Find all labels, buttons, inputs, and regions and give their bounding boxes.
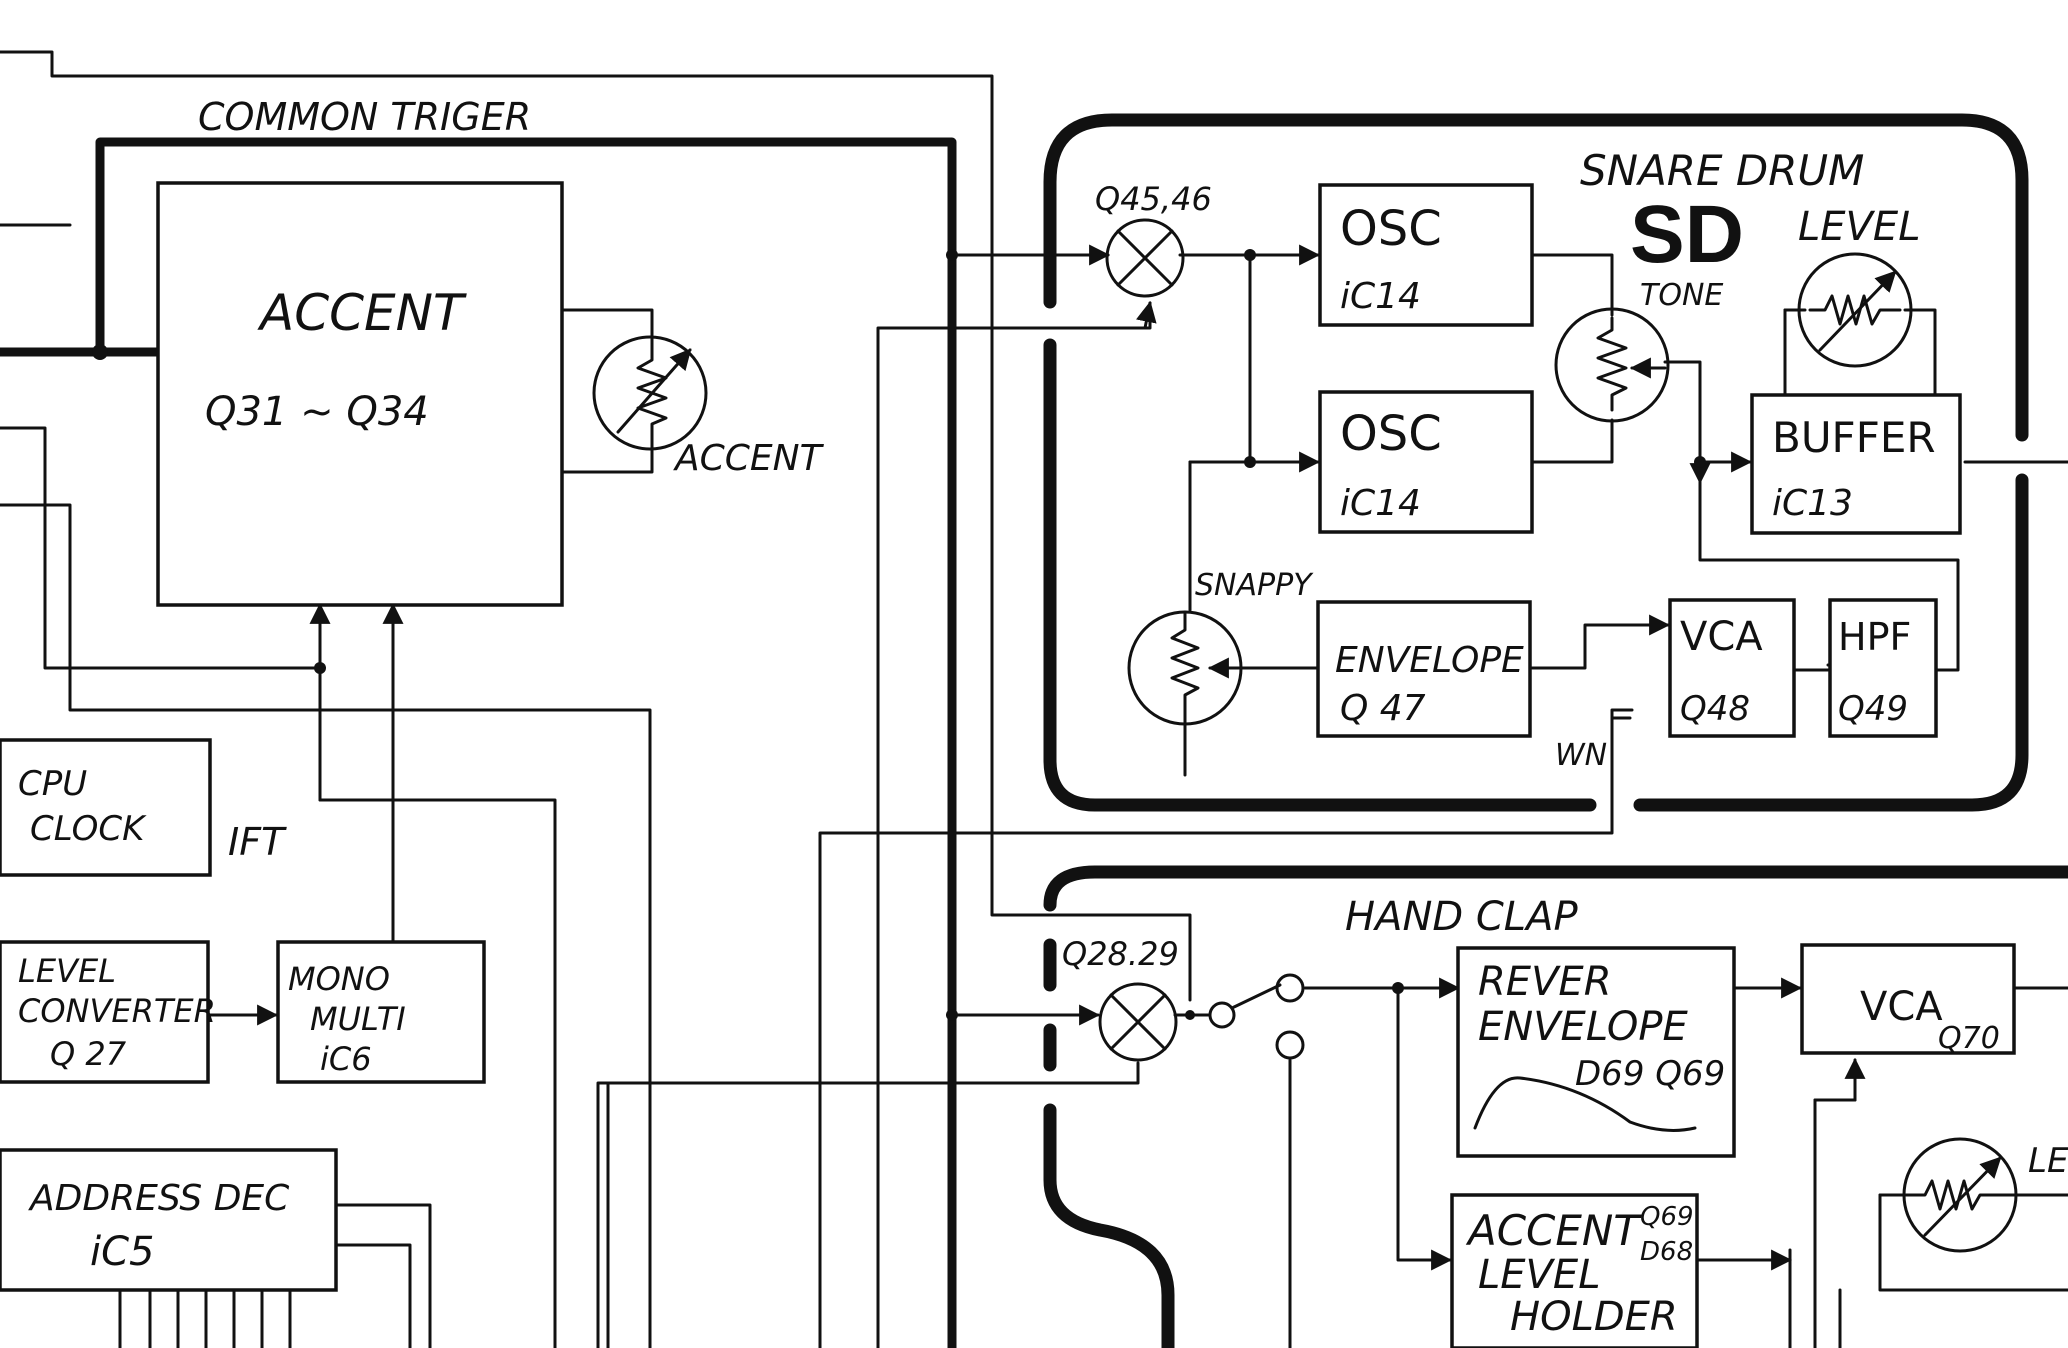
snare-drum-title: SNARE DRUM	[1580, 146, 1864, 195]
svg-text:Q70: Q70	[1938, 1021, 2000, 1056]
svg-text:HPF: HPF	[1838, 615, 1911, 659]
svg-text:D69 Q69: D69 Q69	[1575, 1054, 1725, 1094]
svg-text:VCA: VCA	[1680, 614, 1763, 660]
accent-potentiometer: ACCENT	[592, 335, 825, 479]
rever-envelope-block: REVER ENVELOPE D69 Q69	[1456, 946, 1736, 1158]
svg-text:iC14: iC14	[1340, 483, 1421, 524]
svg-text:REVER: REVER	[1478, 959, 1612, 1005]
vca-sd-block: VCA Q48	[1668, 598, 1796, 738]
q45-46-label: Q45,46	[1095, 180, 1212, 218]
svg-text:ENVELOPE: ENVELOPE	[1478, 1004, 1688, 1050]
svg-text:iC14: iC14	[1340, 276, 1421, 317]
sd-badge: SD	[1630, 189, 1744, 280]
ift-label: IFT	[228, 820, 287, 864]
accent-level-holder-block: ACCENT LEVEL HOLDER Q69 D68	[1450, 1193, 1699, 1348]
address-dec-block: ADDRESS DEC iC5	[0, 1148, 338, 1292]
mono-multi-block: MONO MULTI iC6	[276, 940, 486, 1084]
svg-text:BUFFER: BUFFER	[1772, 413, 1936, 462]
accent-block: ACCENT Q31 ~ Q34	[156, 181, 564, 607]
svg-text:Q48: Q48	[1680, 689, 1750, 729]
buffer-block: BUFFER iC13	[1750, 393, 1962, 535]
svg-text:iC6: iC6	[320, 1040, 372, 1078]
envelope-curve-icon	[1473, 1076, 1697, 1132]
snare-drum-frame	[1043, 113, 2029, 812]
snare-drum-wiring	[1135, 244, 2068, 762]
sd-level-label: LEVEL	[1798, 204, 1920, 250]
svg-text:Q 27: Q 27	[50, 1035, 127, 1073]
svg-text:VCA: VCA	[1860, 984, 1943, 1030]
tone-potentiometer: TONE	[1554, 278, 1723, 423]
svg-text:CLOCK: CLOCK	[30, 809, 147, 849]
svg-text:MONO: MONO	[288, 960, 390, 998]
osc2-block: OSC iC14	[1318, 390, 1534, 534]
cpu-clock-block: CPU CLOCK	[0, 738, 212, 877]
svg-text:CPU: CPU	[18, 764, 87, 804]
hand-clap-title: HAND CLAP	[1345, 894, 1578, 940]
hpf-block: HPF Q49	[1828, 598, 1938, 738]
q28-29-mixer: Q28.29	[1062, 935, 1179, 1062]
bus-junction-dot	[92, 344, 108, 360]
trigger-wiring	[0, 50, 1634, 1348]
svg-text:ACCENT: ACCENT	[1465, 1206, 1642, 1255]
tone-label: TONE	[1640, 278, 1723, 313]
snappy-potentiometer: SNAPPY	[1127, 568, 1314, 777]
svg-text:Q49: Q49	[1838, 689, 1908, 729]
svg-text:MULTI: MULTI	[310, 1000, 406, 1038]
hand-clap-frame	[1043, 865, 2068, 1348]
hc-level-potentiometer: LE	[1878, 1137, 2068, 1253]
envelope-block: ENVELOPE Q 47	[1316, 600, 1532, 738]
svg-text:Q69: Q69	[1640, 1202, 1694, 1232]
svg-text:Q 47: Q 47	[1340, 688, 1426, 729]
sd-level-potentiometer	[1797, 252, 1913, 368]
hc-level-label: LE	[2028, 1141, 2068, 1181]
svg-text:D68: D68	[1640, 1237, 1693, 1267]
svg-text:iC13: iC13	[1772, 483, 1853, 524]
wn-label: WN	[1555, 738, 1607, 773]
svg-text:CONVERTER: CONVERTER	[18, 992, 216, 1030]
accent-block-parts: Q31 ~ Q34	[205, 389, 429, 435]
q45-46-mixer: Q45,46	[1095, 180, 1212, 298]
q28-29-label: Q28.29	[1062, 935, 1179, 973]
svg-text:OSC: OSC	[1340, 201, 1442, 257]
svg-text:HOLDER: HOLDER	[1510, 1294, 1678, 1340]
svg-text:ENVELOPE: ENVELOPE	[1335, 640, 1524, 681]
snappy-label: SNAPPY	[1195, 568, 1314, 603]
svg-text:LEVEL: LEVEL	[1478, 1252, 1600, 1298]
svg-text:LEVEL: LEVEL	[18, 952, 116, 990]
svg-text:ADDRESS DEC: ADDRESS DEC	[28, 1178, 290, 1219]
level-converter-block: LEVEL CONVERTER Q 27	[0, 940, 216, 1084]
svg-text:OSC: OSC	[1340, 406, 1442, 462]
osc1-block: OSC iC14	[1318, 183, 1534, 327]
accent-pot-label: ACCENT	[673, 438, 825, 479]
common-trigger-label: COMMON TRIGER	[198, 95, 531, 139]
accent-block-title: ACCENT	[257, 284, 467, 342]
vca-hc-block: VCA Q70	[1800, 943, 2016, 1056]
svg-text:iC5: iC5	[90, 1229, 155, 1275]
hand-clap-wiring	[1173, 973, 2068, 1348]
